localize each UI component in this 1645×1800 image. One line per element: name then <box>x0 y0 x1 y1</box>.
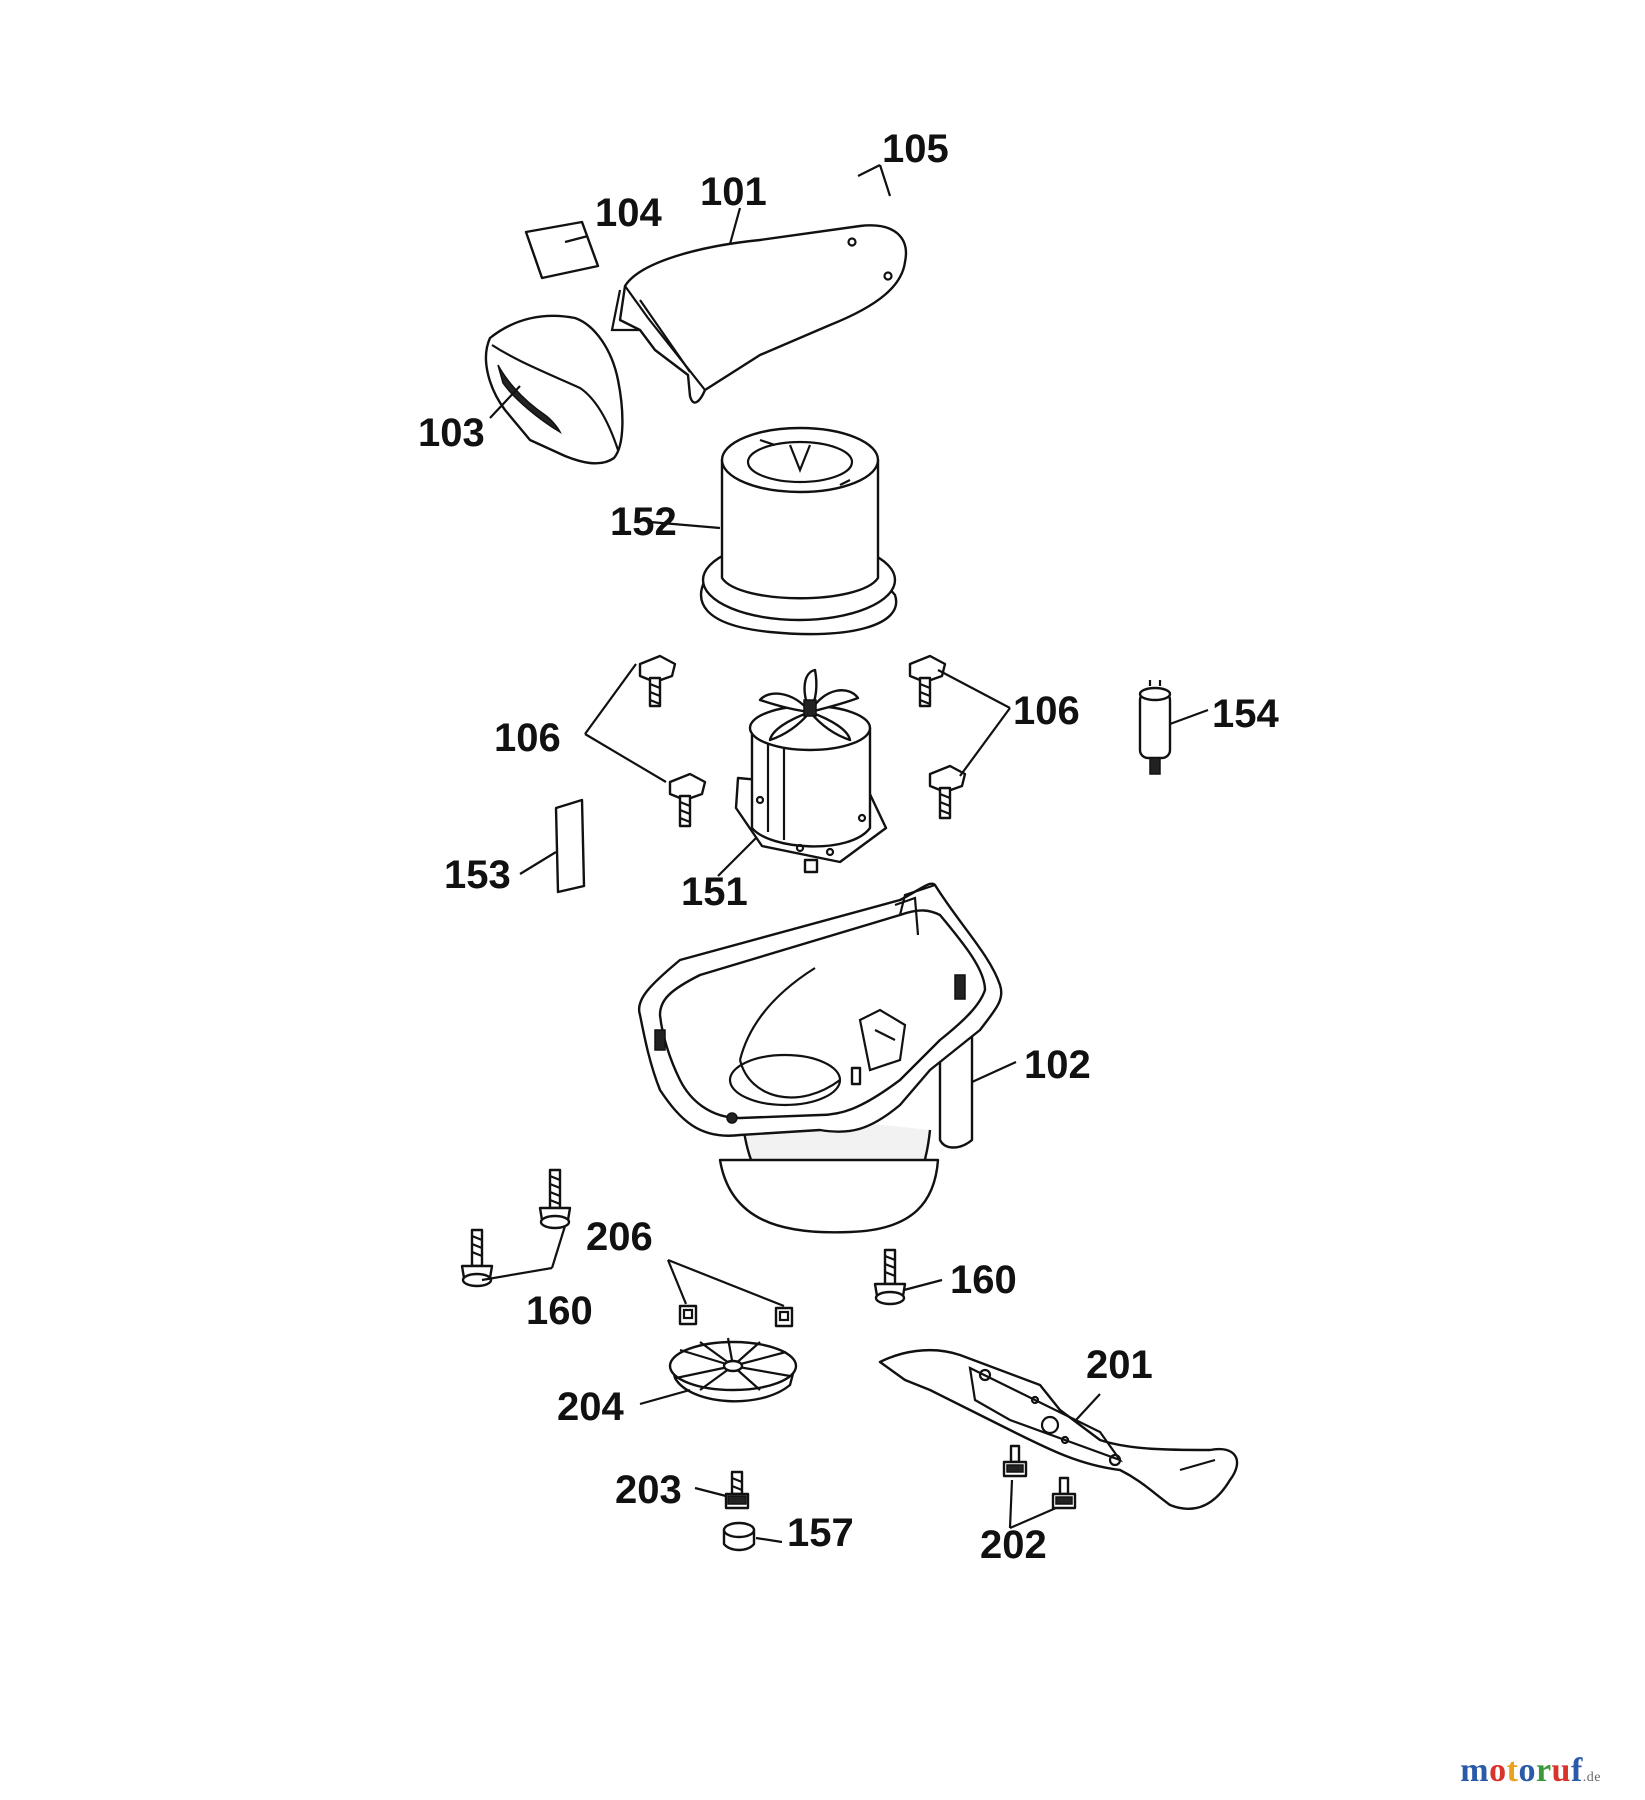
part-101-top-cover <box>610 224 908 404</box>
part-104-label <box>524 220 600 280</box>
part-153-strip <box>554 798 586 894</box>
callouts: 101 102 103 104 105 106 106 151 152 153 … <box>418 127 1279 1567</box>
callout-101: 101 <box>700 170 767 214</box>
callout-105: 105 <box>882 127 949 171</box>
part-151-motor <box>734 668 888 874</box>
watermark-letter: t <box>1506 1752 1519 1789</box>
callout-206: 206 <box>586 1215 653 1259</box>
callout-203: 203 <box>615 1468 682 1512</box>
watermark-logo: motoruf.de <box>1460 1752 1601 1790</box>
part-206-clip <box>678 1304 698 1326</box>
callout-204: 204 <box>557 1385 624 1429</box>
part-202-bolt <box>1051 1476 1077 1510</box>
part-106-screw <box>928 764 967 820</box>
part-106-screw <box>638 654 677 708</box>
callout-157: 157 <box>787 1511 854 1555</box>
callout-154: 154 <box>1212 692 1279 736</box>
watermark-tld: .de <box>1582 1770 1601 1785</box>
callout-153: 153 <box>444 853 511 897</box>
part-106-screw <box>908 654 947 708</box>
part-106-screw <box>668 772 707 828</box>
watermark-letter: r <box>1535 1752 1552 1789</box>
part-102-housing <box>637 882 1003 1234</box>
callout-104: 104 <box>595 191 662 235</box>
callout-202: 202 <box>980 1523 1047 1567</box>
watermark-letter: o <box>1489 1752 1507 1789</box>
callout-201: 201 <box>1086 1343 1153 1387</box>
callout-160-left: 160 <box>526 1289 593 1333</box>
part-160-screw <box>460 1228 494 1288</box>
part-201-blade <box>878 1349 1239 1510</box>
watermark-text: motoruf <box>1460 1752 1583 1789</box>
part-160-screw <box>873 1248 907 1306</box>
watermark-letter: o <box>1518 1752 1536 1789</box>
callout-102: 102 <box>1024 1043 1091 1087</box>
callout-151: 151 <box>681 870 748 914</box>
part-204-fan <box>668 1337 798 1403</box>
watermark-letter: m <box>1460 1752 1490 1789</box>
callout-160-right: 160 <box>950 1258 1017 1302</box>
part-206-clip <box>774 1306 794 1328</box>
callout-106-right: 106 <box>1013 689 1080 733</box>
callout-106-left: 106 <box>494 716 561 760</box>
part-154-capacitor <box>1138 680 1172 775</box>
part-202-bolt <box>1002 1444 1028 1478</box>
callout-152: 152 <box>610 500 677 544</box>
leader-lines <box>481 164 1209 1544</box>
part-157-cap <box>722 1521 756 1552</box>
part-103-front-cap <box>484 314 624 465</box>
part-160-screw <box>538 1168 572 1230</box>
part-203-bolt <box>724 1470 750 1510</box>
watermark-letter: u <box>1551 1752 1571 1789</box>
watermark-letter: f <box>1570 1752 1583 1789</box>
part-152-motor-housing <box>699 426 898 636</box>
callout-103: 103 <box>418 411 485 455</box>
